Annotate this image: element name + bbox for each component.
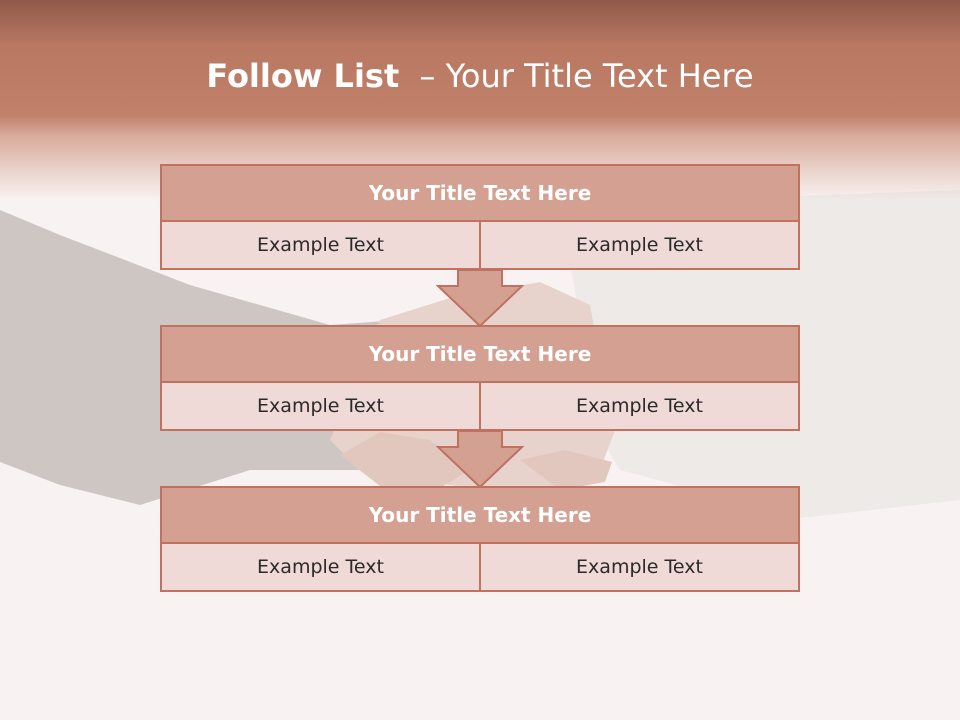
slide-title-bold: Follow List: [206, 57, 400, 95]
slide-title-rest: – Your Title Text Here: [419, 57, 754, 95]
block-row: Example Text Example Text: [162, 544, 798, 590]
block-cell-right: Example Text: [479, 222, 798, 268]
block-title: Your Title Text Here: [162, 488, 798, 544]
block-cell-left: Example Text: [162, 544, 479, 590]
block-cell-right: Example Text: [479, 544, 798, 590]
slide-title: Follow List – Your Title Text Here: [0, 52, 960, 100]
list-block-1: Your Title Text Here Example Text Exampl…: [160, 164, 800, 270]
down-arrow-icon: [436, 431, 525, 489]
block-cell-right: Example Text: [479, 383, 798, 429]
list-block-3: Your Title Text Here Example Text Exampl…: [160, 486, 800, 592]
block-row: Example Text Example Text: [162, 222, 798, 268]
down-arrow-icon: [436, 270, 525, 328]
block-title: Your Title Text Here: [162, 327, 798, 383]
block-row: Example Text Example Text: [162, 383, 798, 429]
block-title: Your Title Text Here: [162, 166, 798, 222]
list-block-2: Your Title Text Here Example Text Exampl…: [160, 325, 800, 431]
block-cell-left: Example Text: [162, 383, 479, 429]
block-cell-left: Example Text: [162, 222, 479, 268]
